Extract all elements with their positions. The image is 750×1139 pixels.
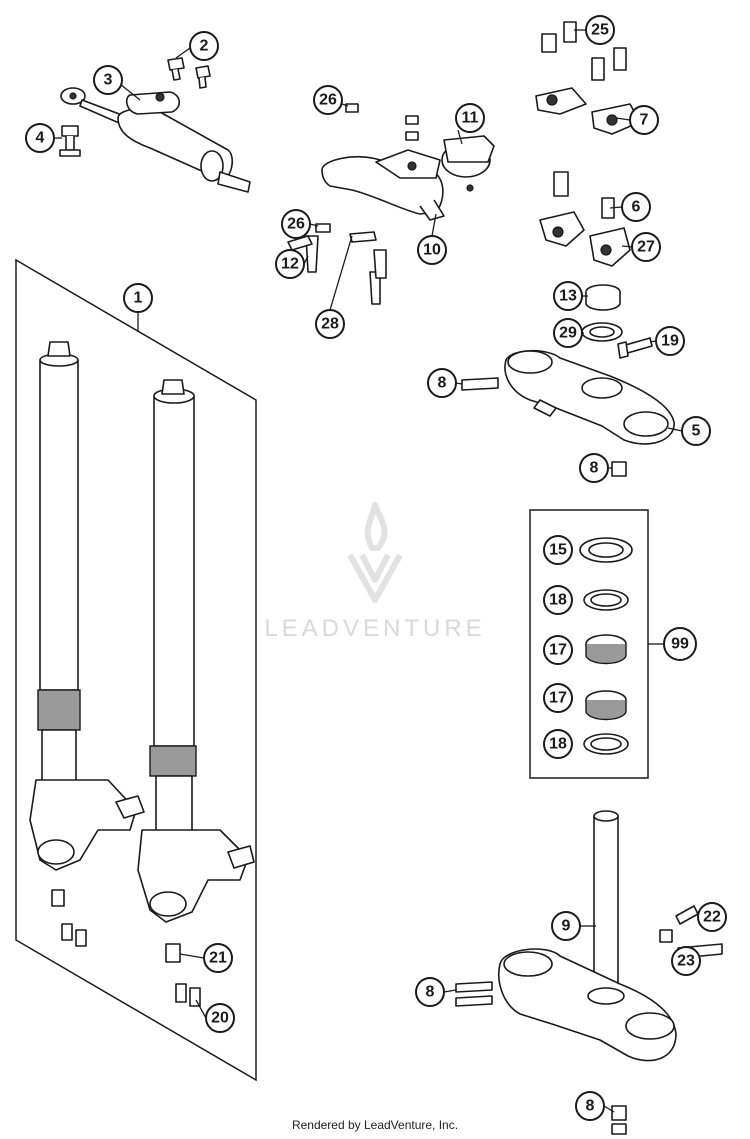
bolt-4 xyxy=(59,125,81,157)
upper-triple-clamp xyxy=(504,349,675,445)
callout-21: 21 xyxy=(203,943,233,973)
svg-text:27: 27 xyxy=(637,239,655,256)
callout-8-d: 8 xyxy=(575,1091,605,1121)
svg-text:12: 12 xyxy=(281,256,299,273)
callout-2: 2 xyxy=(189,31,219,61)
bolts-8-lower xyxy=(455,981,627,1135)
watermark: LEADVENTURE xyxy=(264,502,485,642)
svg-text:20: 20 xyxy=(211,1010,229,1027)
lower-triple-clamp xyxy=(498,810,677,1062)
footer-credit: Rendered by LeadVenture, Inc. xyxy=(291,1118,459,1132)
svg-text:26: 26 xyxy=(319,92,337,109)
bolts-25 xyxy=(541,21,627,81)
callout-8-a: 8 xyxy=(427,368,457,398)
svg-text:23: 23 xyxy=(677,953,695,970)
callout-20: 20 xyxy=(205,1003,235,1033)
svg-text:9: 9 xyxy=(562,918,571,935)
svg-text:4: 4 xyxy=(36,130,45,147)
svg-text:17: 17 xyxy=(549,642,567,659)
clamp-7 xyxy=(535,87,641,135)
svg-text:15: 15 xyxy=(549,542,567,559)
callout-27: 27 xyxy=(631,232,661,262)
svg-text:7: 7 xyxy=(640,112,649,129)
clamp-27 xyxy=(539,211,631,267)
callout-13: 13 xyxy=(553,281,583,311)
svg-text:8: 8 xyxy=(438,375,447,392)
clip-on-handlebar xyxy=(321,135,495,221)
callout-26-a: 26 xyxy=(313,85,343,115)
svg-text:11: 11 xyxy=(462,110,479,127)
callout-11: 11 xyxy=(455,103,485,133)
fork-frame xyxy=(15,258,257,1082)
callout-25: 25 xyxy=(585,15,615,45)
callout-10: 10 xyxy=(417,235,447,265)
callout-5: 5 xyxy=(681,416,711,446)
fork-bolts-right xyxy=(165,943,201,1007)
svg-text:10: 10 xyxy=(423,242,441,259)
bolts-6 xyxy=(553,171,615,219)
callout-7: 7 xyxy=(629,105,659,135)
svg-text:21: 21 xyxy=(209,950,227,967)
callout-18-a: 18 xyxy=(543,585,573,615)
callout-4: 4 xyxy=(25,123,55,153)
svg-text:19: 19 xyxy=(661,333,679,350)
fork-bolts-left xyxy=(51,889,87,947)
steering-damper xyxy=(60,87,251,193)
svg-text:99: 99 xyxy=(671,636,689,653)
callout-9: 9 xyxy=(551,911,581,941)
callout-18-b: 18 xyxy=(543,729,573,759)
svg-text:22: 22 xyxy=(703,909,721,926)
fork-leg-right xyxy=(137,379,255,923)
bolt-2 xyxy=(167,57,211,89)
svg-text:8: 8 xyxy=(586,1098,595,1115)
callout-3: 3 xyxy=(93,65,123,95)
fork-leg-left xyxy=(29,341,145,871)
callout-19: 19 xyxy=(655,326,685,356)
svg-text:26: 26 xyxy=(287,216,305,233)
callout-28: 28 xyxy=(315,309,345,339)
callout-12: 12 xyxy=(275,249,305,279)
svg-text:29: 29 xyxy=(559,325,577,342)
svg-text:18: 18 xyxy=(549,592,567,609)
svg-text:1: 1 xyxy=(134,290,143,307)
callout-29: 29 xyxy=(553,318,583,348)
callout-1: 1 xyxy=(123,283,153,313)
callout-22: 22 xyxy=(697,902,727,932)
svg-text:3: 3 xyxy=(104,72,113,89)
callout-8-c: 8 xyxy=(415,977,445,1007)
svg-text:28: 28 xyxy=(321,316,339,333)
callout-8-b: 8 xyxy=(579,453,609,483)
bolt-8-upper xyxy=(461,377,627,477)
svg-text:6: 6 xyxy=(632,199,641,216)
bearing-kit-parts xyxy=(579,537,633,755)
callout-23: 23 xyxy=(671,946,701,976)
callout-15: 15 xyxy=(543,535,573,565)
callout-26-b: 26 xyxy=(281,209,311,239)
svg-text:18: 18 xyxy=(549,736,567,753)
nut-13 xyxy=(585,284,621,311)
svg-text:17: 17 xyxy=(549,690,567,707)
bolt-19 xyxy=(617,337,653,359)
callout-17-a: 17 xyxy=(543,635,573,665)
callout-17-b: 17 xyxy=(543,683,573,713)
bolts-26 xyxy=(315,103,419,233)
svg-text:5: 5 xyxy=(692,423,701,440)
svg-text:8: 8 xyxy=(426,984,435,1001)
callout-6: 6 xyxy=(621,192,651,222)
svg-text:13: 13 xyxy=(559,288,577,305)
washer-29 xyxy=(581,322,623,342)
bolts-12-28 xyxy=(287,231,387,305)
svg-text:8: 8 xyxy=(590,460,599,477)
watermark-text: LEADVENTURE xyxy=(264,615,485,642)
leader-lines xyxy=(54,29,709,1113)
callout-99: 99 xyxy=(663,627,697,661)
svg-text:25: 25 xyxy=(591,22,609,39)
svg-text:2: 2 xyxy=(200,38,209,55)
